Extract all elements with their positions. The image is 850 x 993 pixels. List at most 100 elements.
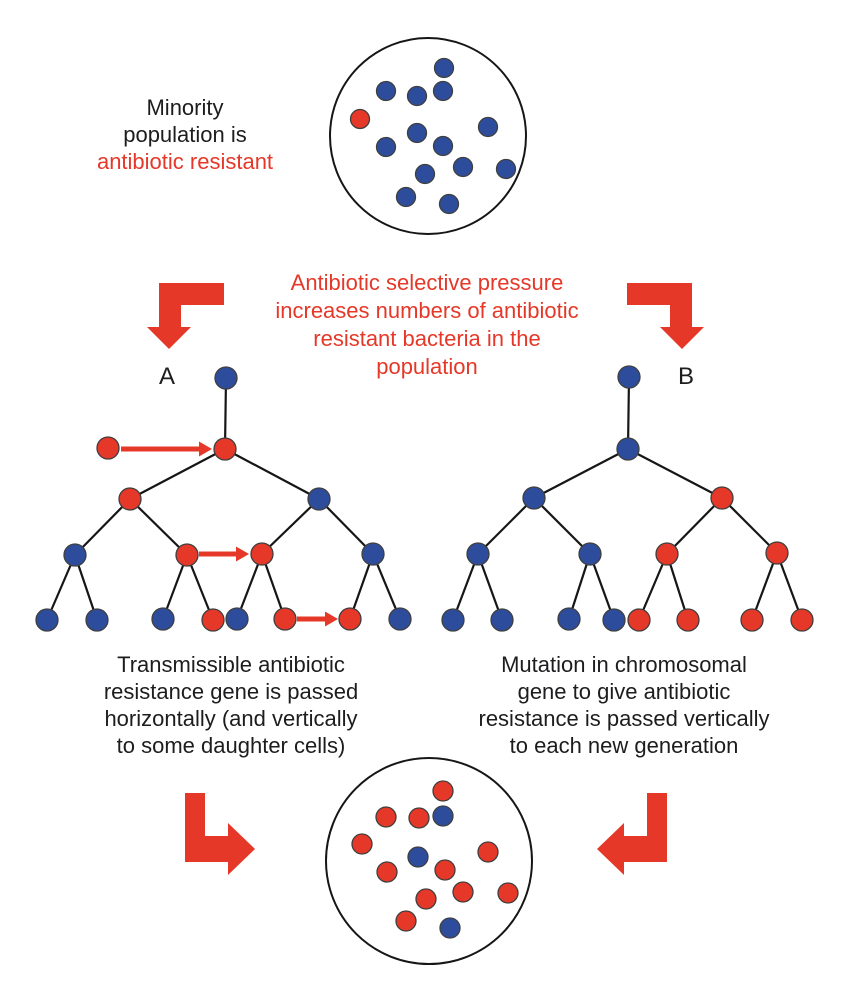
resistant-bacterium-dot [349,108,371,130]
tree-edge [129,498,188,556]
susceptible-bacterium-dot [433,57,455,79]
text-line: resistance gene is passed [103,679,359,704]
susceptible-bacterium-dot [432,805,454,827]
resistant-bacterium-node [213,437,237,461]
susceptible-bacterium-dot [406,85,428,107]
susceptible-bacterium-node [361,542,385,566]
resistant-bacterium-node [175,543,199,567]
susceptible-bacterium-node [388,607,412,631]
resistant-bacterium-node [655,542,679,566]
resistant-bacterium-dot [408,807,430,829]
susceptible-bacterium-node [602,608,626,632]
text-line: population is [123,122,247,147]
resistant-bacterium-dot [497,882,519,904]
susceptible-bacterium-dot [375,136,397,158]
resistant-bacterium-node [740,608,764,632]
susceptible-bacterium-dot [439,917,461,939]
tree-edge [185,554,215,621]
tree-edge [318,498,374,555]
tree-edge [533,448,629,499]
resistant-bacterium-node [250,542,274,566]
text-line: antibiotic resistant [96,149,274,174]
susceptible-bacterium-node [307,487,331,511]
resistant-bacterium-dot [452,881,474,903]
flow-arrow-top-right [627,283,704,349]
susceptible-bacterium-node [617,365,641,389]
resistant-bacterium-node [118,487,142,511]
susceptible-bacterium-node [225,607,249,631]
caption-tree-b: Mutation in chromosomal gene to give ant… [478,651,769,759]
text-line: increases numbers of antibiotic [275,298,579,323]
flow-arrow-top-left [147,283,224,349]
susceptible-bacterium-node [63,543,87,567]
text-line: Mutation in chromosomal [501,652,747,677]
resistant-bacterium-dot [375,806,397,828]
susceptible-bacterium-dot [438,193,460,215]
resistant-bacterium-node [710,486,734,510]
resistant-bacterium-node [201,608,225,632]
susceptible-bacterium-dot [495,158,517,180]
resistant-bacterium-dot [432,780,454,802]
text-line: population [376,354,478,379]
text-line: Antibiotic selective pressure [290,270,564,295]
resistant-bacterium-node [765,541,789,565]
tree-edge [750,552,779,621]
susceptible-bacterium-dot [414,163,436,185]
susceptible-bacterium-dot [375,80,397,102]
susceptible-bacterium-dot [432,135,454,157]
tree-a-letter: A [158,363,176,390]
transfer-arrow-head [325,611,338,627]
resistant-bacterium-node [273,607,297,631]
tree-edge [533,497,591,555]
bottom-population-circle [325,757,533,965]
resistant-bacterium-node [627,608,651,632]
resistant-bacterium-dot [395,910,417,932]
susceptible-bacterium-dot [406,122,428,144]
minority-label: Minority population is antibiotic resist… [97,94,273,175]
tree-edge [626,376,631,450]
resistant-bacterium-dot [376,861,398,883]
susceptible-bacterium-node [557,607,581,631]
susceptible-bacterium-node [151,607,175,631]
resistant-bacterium-dot [434,859,456,881]
tree-edge [371,553,402,620]
tree-edge [666,497,723,555]
tree-edge [627,448,723,499]
flow-arrow-bottom-left [185,793,255,875]
tree-edge [224,448,320,500]
susceptible-bacterium-node [214,366,238,390]
text-line: to each new generation [509,733,739,758]
tree-edge [261,498,320,555]
tree-edge [477,497,535,555]
susceptible-bacterium-dot [407,846,429,868]
text-line: gene to give antibiotic [517,679,731,704]
tree-edge [129,448,226,500]
caption-tree-a: Transmissible antibiotic resistance gene… [104,651,358,759]
transfer-arrow-head [199,441,212,457]
tree-edge [45,554,77,621]
resistant-bacterium-dot [477,841,499,863]
tree-edge [775,552,804,621]
resistant-bacterium-dot [415,888,437,910]
top-population-circle [329,37,527,235]
resistant-bacterium-dot [351,833,373,855]
selective-pressure-label: Antibiotic selective pressure increases … [275,269,578,381]
tree-b-letter: B [677,363,695,390]
transfer-arrow-head [236,546,249,562]
resistant-bacterium-node [790,608,814,632]
resistant-bacterium-node [676,608,700,632]
susceptible-bacterium-dot [432,80,454,102]
tree-edge [588,553,616,621]
tree-a [35,366,412,632]
text-line: horizontally (and vertically [104,706,358,731]
susceptible-bacterium-node [441,608,465,632]
susceptible-bacterium-node [490,608,514,632]
tree-edge [637,553,669,621]
susceptible-bacterium-node [466,542,490,566]
text-line: to some daughter cells) [116,733,346,758]
resistant-bacterium-node [96,436,120,460]
tree-edge [721,497,778,554]
susceptible-bacterium-node [85,608,109,632]
